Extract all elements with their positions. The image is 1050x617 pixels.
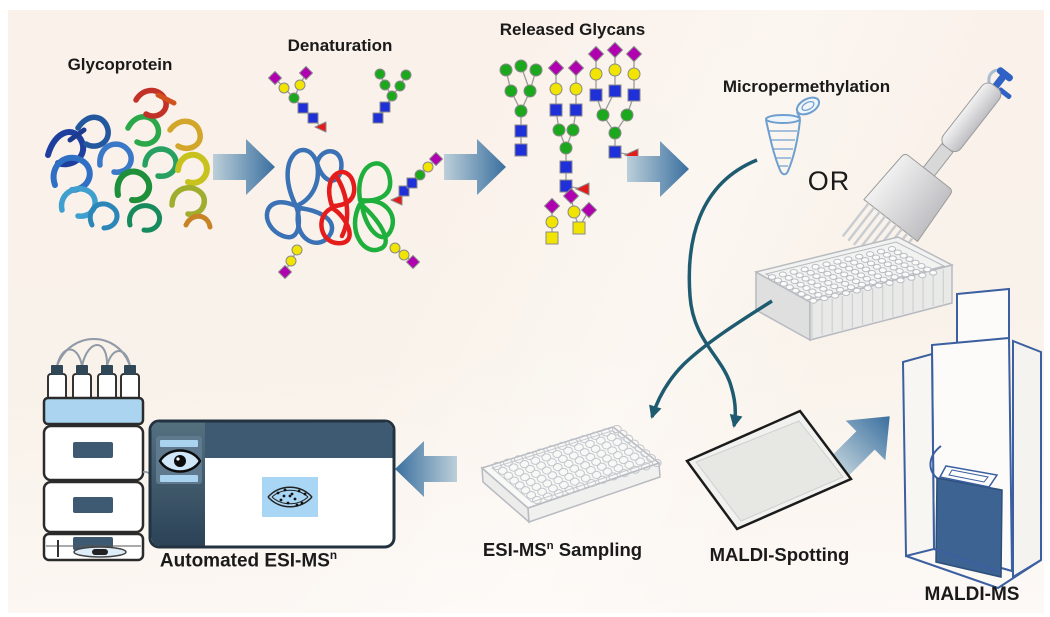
- released-glycans-label: Released Glycans: [499, 20, 646, 39]
- maldi-ms-instrument-icon: [901, 287, 1042, 590]
- maldi-spotting-label: MALDI-Spotting: [709, 544, 850, 565]
- automated-esi-label: Automated ESI-MSn: [159, 549, 338, 572]
- maldi-target-plate-icon: [685, 409, 853, 531]
- glycoprotein-ribbon-illustration: [45, 87, 213, 233]
- solvent-bottles: [47, 365, 140, 401]
- glycoprotein-label: Glycoprotein: [67, 55, 173, 74]
- hplc-stack-icon: [42, 338, 177, 562]
- curved-arrow-plate-to-sampling: [649, 299, 773, 419]
- released-glycans-illustration: [499, 41, 643, 245]
- arrow-sampling-to-esims: [395, 441, 457, 497]
- deep-well-plate-icon: [753, 236, 955, 342]
- denaturation-label: Denaturation: [287, 36, 393, 55]
- esi-source-eye-icon: [158, 449, 202, 473]
- micropermethylation-label: Micropermethylation: [722, 77, 891, 96]
- denatured-protein-illustration: [264, 66, 443, 279]
- curved-arrow-tube-to-spotting: [687, 158, 758, 428]
- or-label: OR: [807, 166, 851, 196]
- esi-sampling-plate-icon: [480, 424, 662, 524]
- esi-ms-box-icon: [148, 419, 396, 549]
- routing-arrows: [649, 158, 773, 428]
- arrow-glycoprotein-to-denaturation: [213, 139, 275, 195]
- microtube-icon: [765, 96, 821, 176]
- maldi-ms-label: MALDI-MS: [924, 584, 1020, 605]
- multichannel-pipette-icon: [841, 67, 1013, 272]
- esi-sampling-label: ESI-MSn Sampling: [482, 539, 643, 561]
- arrow-denaturation-to-glycans: [444, 139, 506, 195]
